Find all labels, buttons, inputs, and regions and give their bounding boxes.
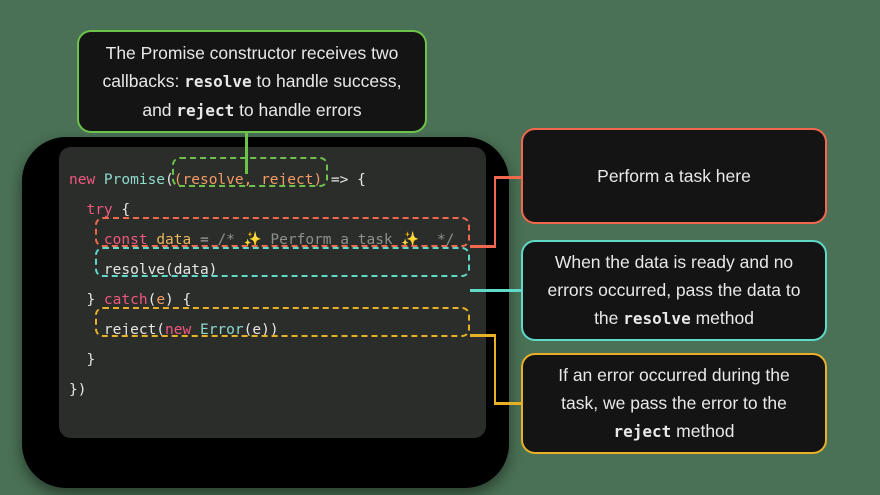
text-run: If an error occurred during the task, we… [558, 365, 790, 413]
emphasis-token: resolve [184, 71, 252, 91]
code-token-plain: ( [147, 292, 157, 308]
code-line: const data = /* ✨ Perform a task ✨ */ [69, 225, 454, 255]
callout-resolve-text: When the data is ready and no errors occ… [539, 248, 809, 333]
code-token-param: resolve [182, 172, 244, 188]
code-token-param: reject [261, 172, 314, 188]
code-token-plain: => { [322, 172, 366, 188]
callout-perform-task: Perform a task here [521, 128, 827, 224]
code-line: } [69, 345, 454, 375]
code-token-plain: } [69, 352, 96, 368]
callout-constructor: The Promise constructor receives two cal… [77, 30, 427, 133]
code-token-plain: ( [165, 172, 174, 188]
text-run: Perform a task here [597, 166, 751, 186]
callout-constructor-text: The Promise constructor receives two cal… [97, 39, 407, 125]
code-token-plain: reject( [69, 322, 166, 338]
code-token-op: = [199, 232, 209, 248]
code-token-comment: /* [217, 232, 244, 248]
code-token-param: , [243, 172, 262, 188]
code-token-plain: resolve(data) [69, 262, 218, 278]
code-token-plain [69, 202, 86, 218]
text-run: method [690, 308, 754, 328]
code-token-comment: */ [419, 232, 455, 248]
code-line: resolve(data) [69, 255, 454, 285]
callout-perform-task-text: Perform a task here [597, 162, 751, 190]
callout-reject-text: If an error occurred during the task, we… [539, 361, 809, 446]
code-token-variable: data [156, 232, 192, 248]
code-token-plain: }) [69, 382, 87, 398]
code-token-plain [69, 232, 104, 248]
code-line: new Promise((resolve, reject) => { [69, 165, 454, 195]
code-token-plain: { [112, 202, 131, 218]
emphasis-token: reject [613, 422, 672, 441]
code-token-keyword: try [86, 202, 113, 218]
code-token-plain [191, 232, 200, 248]
text-run: to handle success, and [142, 70, 402, 120]
code-token-class: Error [199, 322, 244, 338]
emphasis-token: reject [176, 100, 235, 120]
code-line: reject(new Error(e)) [69, 315, 454, 345]
callout-resolve: When the data is ready and no errors occ… [521, 240, 827, 341]
code-editor-screen: new Promise((resolve, reject) => { try {… [59, 147, 486, 438]
code-token-plain [148, 232, 157, 248]
callout-reject: If an error occurred during the task, we… [521, 353, 827, 454]
code-token-class: Promise [103, 172, 166, 188]
code-token-keyword: new [69, 172, 104, 188]
text-run: to handle errors [234, 99, 362, 120]
code-token-param: ( [173, 172, 183, 188]
code-line: }) [69, 375, 454, 405]
connector-green-constructor [245, 132, 248, 174]
code-token-sparkle: ✨ [401, 232, 420, 248]
code-token-plain: ) { [165, 292, 192, 308]
text-run: When the data is ready and no errors occ… [547, 252, 801, 328]
emphasis-token: resolve [623, 309, 691, 328]
text-run: The Promise constructor receives two cal… [102, 42, 399, 91]
text-run: method [671, 421, 735, 441]
code-token-plain [191, 322, 200, 338]
code-block: new Promise((resolve, reject) => { try {… [69, 165, 454, 405]
code-token-sparkle: ✨ [243, 232, 262, 248]
code-token-keyword: const [103, 232, 148, 248]
code-token-param: ) [313, 172, 323, 188]
code-token-keyword: new [165, 322, 192, 338]
code-line: } catch(e) { [69, 285, 454, 315]
code-token-comment: Perform a task [261, 232, 402, 248]
code-token-plain: } [69, 292, 104, 308]
code-token-keyword: catch [103, 292, 148, 308]
code-token-param: e [156, 292, 166, 308]
code-line: try { [69, 195, 454, 225]
code-token-plain: (e)) [243, 322, 279, 338]
